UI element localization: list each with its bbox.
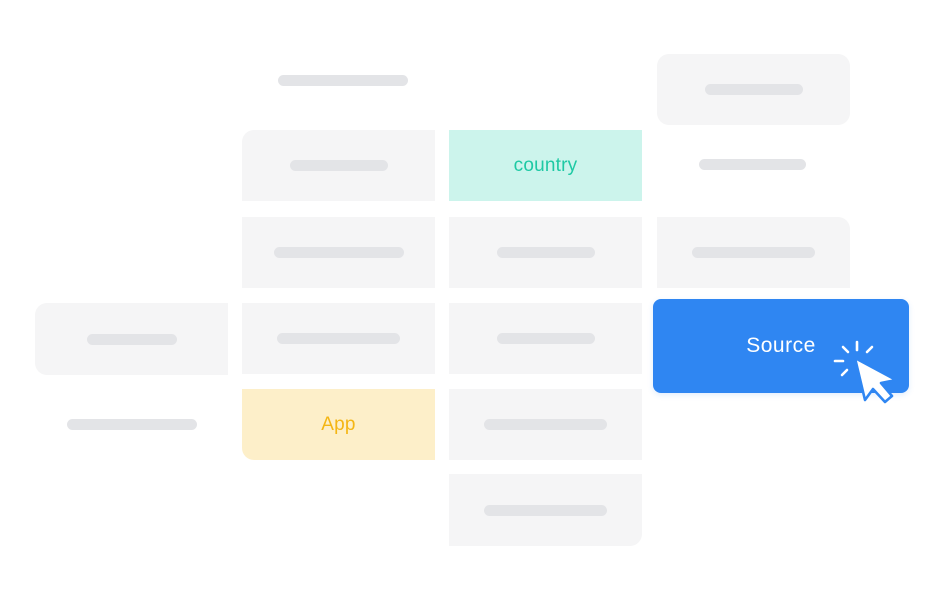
source-label: Source	[746, 334, 816, 357]
placeholder-cell	[657, 54, 850, 125]
placeholder-bar	[496, 247, 595, 258]
country-label: country	[513, 154, 578, 176]
placeholder-bar	[496, 333, 595, 344]
placeholder-cell	[449, 474, 642, 546]
placeholder-bar	[289, 160, 388, 171]
placeholder-bar	[704, 84, 803, 95]
placeholder-cell	[449, 217, 642, 288]
app-column-chip[interactable]: App	[242, 389, 435, 460]
placeholder-cell	[242, 217, 435, 288]
placeholder-cell	[449, 389, 642, 460]
placeholder-bar	[484, 504, 607, 516]
placeholder-bar	[273, 247, 404, 258]
pointer-cursor-icon	[830, 336, 910, 408]
placeholder-bar	[484, 419, 607, 430]
placeholder-bar	[278, 75, 408, 86]
app-label: App	[321, 413, 356, 435]
click-burst-icon	[833, 340, 874, 377]
placeholder-cell	[657, 217, 850, 288]
placeholder-bar	[699, 159, 806, 170]
placeholder-cell	[35, 303, 228, 375]
placeholder-cell	[242, 130, 435, 201]
placeholder-cell	[242, 303, 435, 374]
placeholder-bar	[692, 247, 815, 258]
country-column-chip[interactable]: country	[449, 130, 642, 201]
placeholder-bar	[86, 333, 177, 345]
placeholder-cell	[449, 303, 642, 374]
source-button[interactable]: Source	[653, 299, 909, 393]
placeholder-bar	[277, 333, 400, 344]
placeholder-bar	[67, 419, 197, 430]
